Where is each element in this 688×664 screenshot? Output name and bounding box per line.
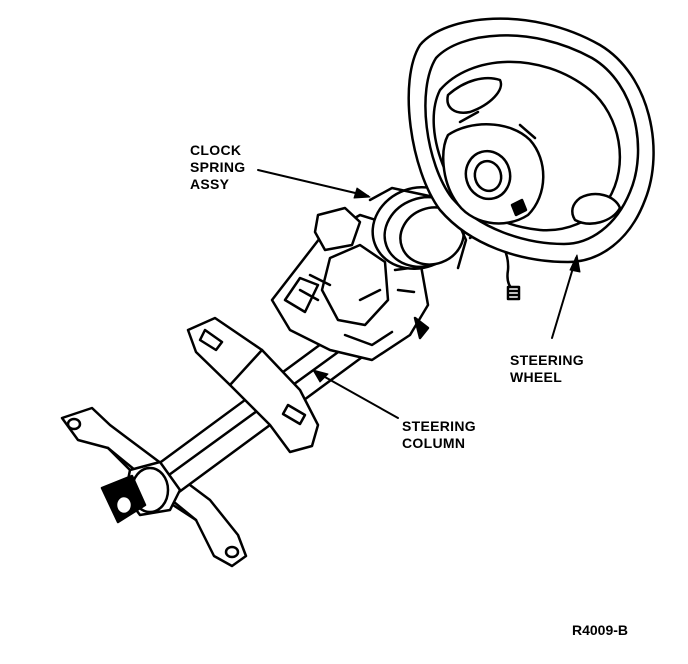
lower-coupling: [100, 460, 182, 524]
steering-column-label-line-1: STEERING: [402, 418, 476, 434]
steering-column-label-line-2: COLUMN: [402, 435, 466, 451]
leader-lines: [257, 169, 577, 419]
steering-wheel: [407, 17, 655, 264]
steering-wheel-label: STEERING WHEEL: [510, 352, 584, 386]
clock-spring-label: CLOCK SPRING ASSY: [190, 142, 245, 193]
clock-spring-label-line-3: ASSY: [190, 176, 230, 192]
steering-wheel-label-line-2: WHEEL: [510, 369, 563, 385]
clock-spring-label-line-2: SPRING: [190, 159, 246, 175]
leader-arrowheads: [312, 187, 581, 383]
upper-mounting-bracket: [186, 316, 320, 454]
steering-column-label: STEERING COLUMN: [402, 418, 476, 452]
clock-spring-label-line-1: CLOCK: [190, 142, 242, 158]
steering-wheel-label-line-1: STEERING: [510, 352, 584, 368]
figure-id: R4009-B: [572, 622, 629, 638]
